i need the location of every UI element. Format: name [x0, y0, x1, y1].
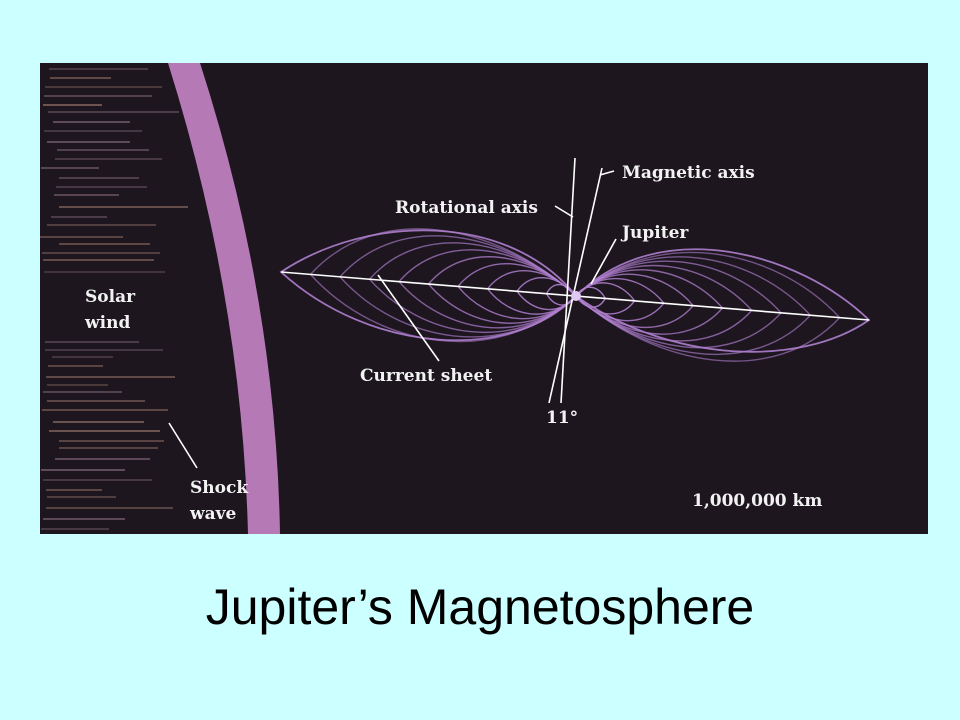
solar-wind-streaks [40, 68, 188, 530]
shock-wave-label-line1: Shock [190, 478, 249, 498]
solar-wind-label-line2: wind [84, 313, 130, 333]
rotational-axis-line [560, 157, 576, 404]
rotational-axis-label: Rotational axis [395, 198, 538, 218]
rotational-axis-leader [554, 205, 574, 218]
current-sheet-label: Current sheet [360, 366, 492, 386]
magnetic-axis-label: Magnetic axis [622, 163, 755, 183]
slide-title: Jupiter’s Magnetosphere [205, 579, 755, 635]
current-sheet-leader [377, 274, 440, 362]
shock-wave-label-line2: wave [189, 504, 237, 524]
scale-label: 1,000,000 km [692, 491, 822, 511]
jupiter-label: Jupiter [620, 223, 689, 243]
magnetosphere-diagram: Magnetic axis Rotational axis Jupiter So… [40, 63, 928, 534]
jupiter-planet [571, 291, 581, 301]
shock-wave-band [168, 63, 280, 534]
jupiter-leader [590, 238, 617, 285]
solar-wind-label-line1: Solar [85, 287, 136, 307]
diagram-background [40, 63, 928, 534]
magnetic-axis-leader [599, 170, 615, 176]
shock-wave-leader [168, 422, 198, 469]
tilt-angle-label: 11° [546, 408, 578, 428]
magnetic-axis-line [548, 167, 603, 404]
